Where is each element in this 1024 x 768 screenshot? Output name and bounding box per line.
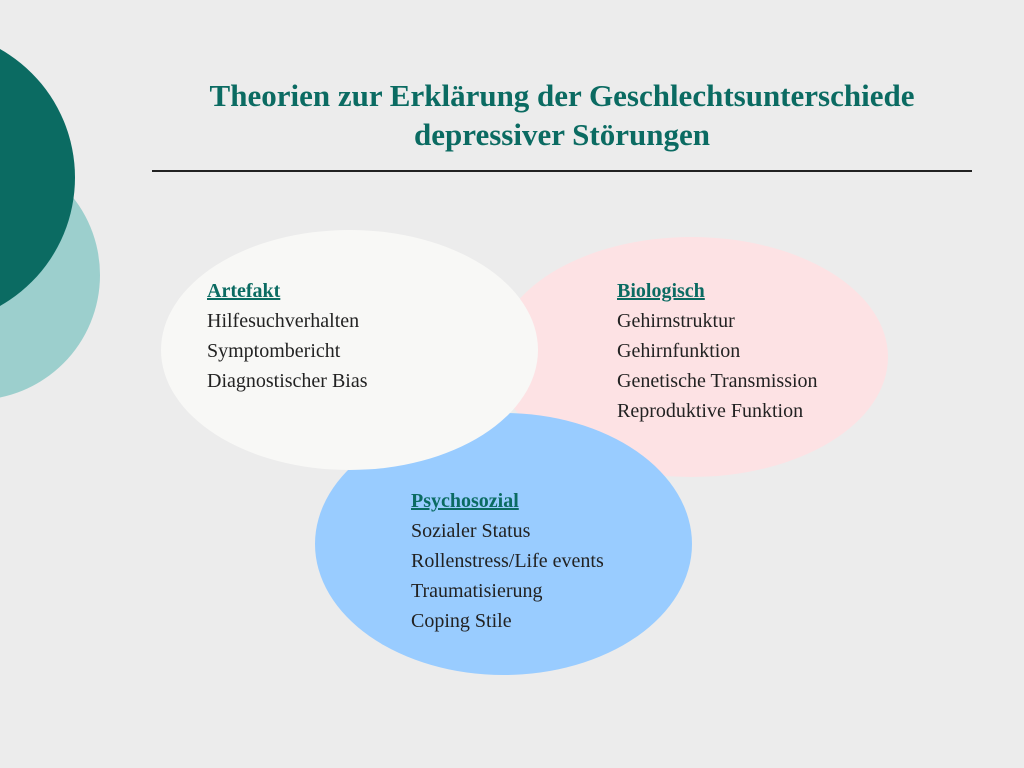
biologisch-item: Reproduktive Funktion <box>617 400 804 422</box>
psychosozial-item: Coping Stile <box>411 610 512 632</box>
psychosozial-item: Traumatisierung <box>411 580 543 602</box>
biologisch-item: Gehirnfunktion <box>617 340 741 362</box>
artefakt-ellipse <box>161 230 538 470</box>
biologisch-item: Genetische Transmission <box>617 370 818 392</box>
biologisch-group: Biologisch Gehirnstruktur Gehirnfunktion… <box>617 276 818 426</box>
psychosozial-item: Sozialer Status <box>411 520 531 542</box>
artefakt-item: Diagnostischer Bias <box>207 370 368 392</box>
slide-title: Theorien zur Erklärung der Geschlechtsun… <box>152 76 972 154</box>
artefakt-item: Hilfesuchverhalten <box>207 310 360 332</box>
artefakt-heading: Artefakt <box>207 280 281 302</box>
biologisch-item: Gehirnstruktur <box>617 310 735 332</box>
psychosozial-heading: Psychosozial <box>411 490 519 512</box>
title-divider <box>152 170 972 172</box>
biologisch-heading: Biologisch <box>617 280 705 302</box>
artefakt-item: Symptombericht <box>207 340 341 362</box>
artefakt-group: Artefakt Hilfesuchverhalten Symptomberic… <box>207 276 368 396</box>
title-line-2: depressiver Störungen <box>414 117 710 152</box>
psychosozial-group: Psychosozial Sozialer Status Rollenstres… <box>411 486 604 636</box>
title-line-1: Theorien zur Erklärung der Geschlechtsun… <box>209 78 915 113</box>
psychosozial-item: Rollenstress/Life events <box>411 550 604 572</box>
